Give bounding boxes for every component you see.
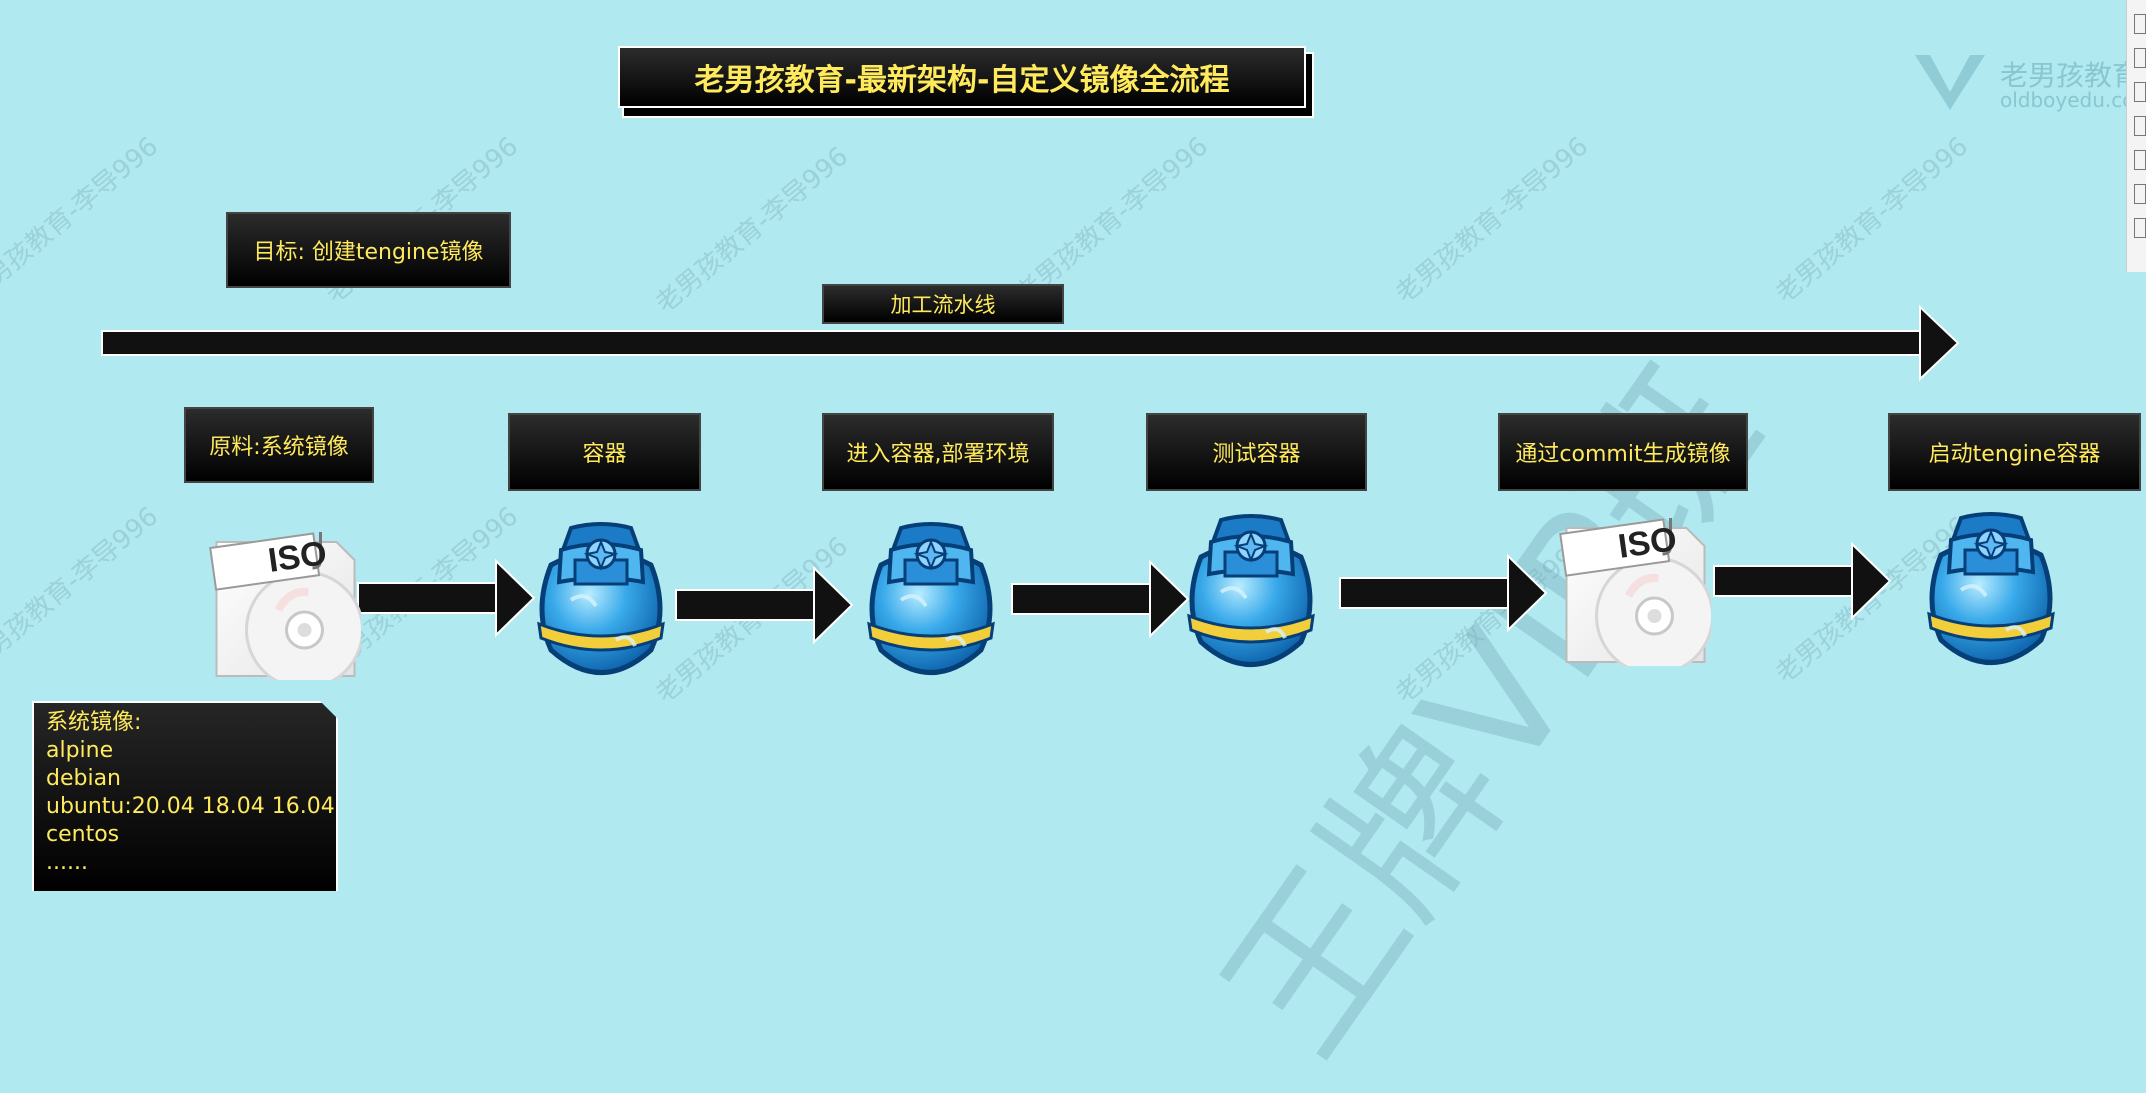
note-line: debian xyxy=(46,766,122,791)
right-toolbar xyxy=(2126,0,2146,272)
flow-arrow xyxy=(1339,553,1548,633)
step-label-raw-image: 原料:系统镜像 xyxy=(184,407,374,483)
flow-arrow xyxy=(675,565,854,645)
pipeline-label: 加工流水线 xyxy=(822,284,1064,324)
container-icon xyxy=(869,524,993,673)
note-line: ...... xyxy=(46,850,88,875)
system-images-note: 系统镜像: alpine debian ubuntu:20.04 18.04 1… xyxy=(32,701,338,891)
iso-label: ISO xyxy=(266,534,329,580)
logo-v-icon xyxy=(1915,55,1985,110)
diagram-graphics: ISO ISO xyxy=(101,304,2146,883)
step-label-test: 测试容器 xyxy=(1146,413,1367,491)
step-label-container: 容器 xyxy=(508,413,701,491)
pipeline-arrow xyxy=(101,304,1960,382)
note-line: alpine xyxy=(46,738,114,763)
container-icon xyxy=(539,524,663,673)
note-line: ubuntu:20.04 18.04 16.04 xyxy=(46,794,335,819)
page-title: 老男孩教育-最新架构-自定义镜像全流程 xyxy=(618,46,1306,108)
container-icon xyxy=(1929,514,2053,663)
note-line: centos xyxy=(46,822,120,847)
flow-arrow xyxy=(1713,541,1892,621)
note-heading: 系统镜像: xyxy=(46,710,142,735)
flow-arrow xyxy=(1011,559,1190,639)
logo-site-text: oldboyedu.com xyxy=(2000,88,2146,112)
flow-arrow xyxy=(357,558,536,638)
container-icon xyxy=(1189,516,1313,665)
goal-label: 目标: 创建tengine镜像 xyxy=(226,212,511,288)
logo-brand-text: 老男孩教育 xyxy=(2000,59,2141,92)
iso-label: ISO xyxy=(1616,520,1679,566)
step-label-commit: 通过commit生成镜像 xyxy=(1498,413,1748,491)
step-label-start: 启动tengine容器 xyxy=(1888,413,2141,491)
step-label-deploy: 进入容器,部署环境 xyxy=(822,413,1054,491)
